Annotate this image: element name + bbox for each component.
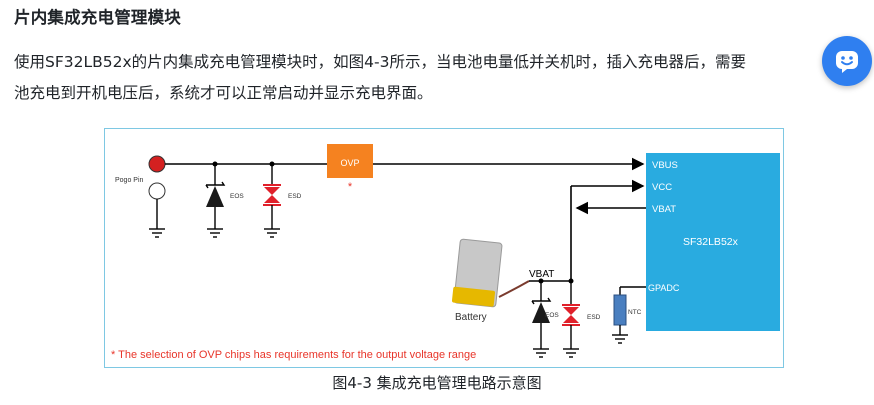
pogo-pin-label: Pogo Pin bbox=[115, 177, 144, 184]
esd-label: ESD bbox=[288, 193, 302, 200]
paragraph-line-1: 使用SF32LB52x的片内集成充电管理模块时，如图4-3所示，当电池电量低并关… bbox=[14, 53, 746, 71]
chip-name: SF32LB52x bbox=[683, 236, 739, 248]
ovp-label: OVP bbox=[340, 158, 359, 168]
charge-circuit-diagram: Pogo Pin OVP * EOS bbox=[111, 144, 780, 361]
eos-tvs-diode-2 bbox=[531, 297, 552, 358]
pin-gpadc: GPADC bbox=[648, 283, 680, 293]
esd-diode-2 bbox=[562, 281, 580, 358]
chip-block bbox=[646, 153, 780, 331]
pin-vbus: VBUS bbox=[652, 160, 678, 171]
esd-diode bbox=[263, 164, 281, 238]
battery-image bbox=[451, 238, 530, 308]
eos-tvs-diode bbox=[205, 164, 226, 238]
eos-label-2: EOS bbox=[545, 312, 559, 319]
pin-vbat: VBAT bbox=[652, 204, 676, 215]
chat-bot-icon bbox=[836, 51, 858, 73]
pin-vcc: VCC bbox=[652, 182, 672, 193]
esd-label-2: ESD bbox=[587, 314, 601, 321]
ntc-label: NTC bbox=[628, 309, 642, 316]
description-paragraph: 使用SF32LB52x的片内集成充电管理模块时，如图4-3所示，当电池电量低并关… bbox=[14, 47, 854, 109]
paragraph-line-2: 池充电到开机电压后，系统才可以正常启动并显示充电界面。 bbox=[14, 84, 433, 102]
circuit-figure: Pogo Pin OVP * EOS bbox=[104, 128, 784, 368]
vbat-node-label: VBAT bbox=[529, 269, 554, 280]
ovp-block bbox=[327, 144, 373, 178]
battery-label: Battery bbox=[455, 312, 487, 323]
ntc-resistor bbox=[613, 294, 627, 326]
ovp-note: * The selection of OVP chips has require… bbox=[111, 349, 476, 361]
chat-button[interactable] bbox=[822, 36, 872, 86]
pogo-pin-top bbox=[148, 155, 166, 173]
ground-symbol bbox=[149, 228, 165, 238]
ovp-asterisk: * bbox=[348, 181, 353, 193]
figure-caption: 图4-3 集成充电管理电路示意图 bbox=[332, 374, 542, 392]
eos-label: EOS bbox=[230, 193, 244, 200]
pogo-pin-bottom bbox=[148, 182, 166, 200]
section-heading: 片内集成充电管理模块 bbox=[14, 8, 181, 27]
